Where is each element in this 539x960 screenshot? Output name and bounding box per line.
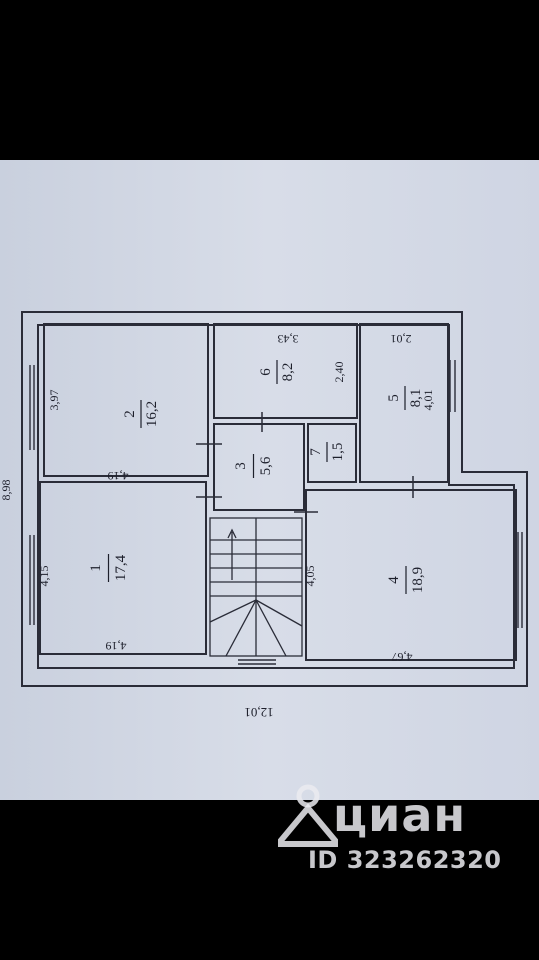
room-walls <box>39 323 517 661</box>
room-2-dimension: 4,19 <box>108 469 129 483</box>
room-5-number: 5 <box>386 394 402 402</box>
windows <box>29 360 523 665</box>
room-6-area: 8,2 <box>280 363 296 382</box>
room-2-area: 16,2 <box>144 401 160 427</box>
room-1-area: 17,4 <box>113 554 129 581</box>
room-3-outline <box>213 423 305 511</box>
room-1-number: 1 <box>88 564 104 572</box>
room-3-number: 3 <box>233 462 249 470</box>
staircase <box>209 517 303 657</box>
room-2-outline <box>43 323 209 477</box>
room-4-outline <box>305 489 517 661</box>
room-2-dimension: 3,97 <box>47 390 61 411</box>
room-4-dimension: 4,67 <box>392 650 413 664</box>
floor-plan: 1 17,4 2 16,2 3 5,6 4 18,9 5 8,1 6 8,2 7 1,5 4,15 4,19 3… <box>0 311 528 720</box>
room-5-dimension: 2,01 <box>391 332 412 346</box>
room-4-number: 4 <box>386 576 402 584</box>
cian-watermark: циан ID 323262320 <box>278 782 518 892</box>
watermark-brand: циан <box>333 788 467 842</box>
room-3-area: 5,6 <box>258 456 274 475</box>
room-1-dimension: 4,19 <box>106 639 127 653</box>
watermark-listing-id: ID 323262320 <box>308 846 502 874</box>
room-6-dimension: 3,43 <box>278 332 299 346</box>
room-7-area: 1,5 <box>330 443 346 462</box>
floor-plan-paper: 1 17,4 2 16,2 3 5,6 4 18,9 5 8,1 6 8,2 7 1,5 4,15 4,19 3… <box>0 160 539 800</box>
room-5-area: 8,1 <box>408 389 424 408</box>
door-marks <box>196 412 414 513</box>
room-6-number: 6 <box>258 368 274 376</box>
room-5-dimension: 4,01 <box>421 390 435 411</box>
room-4-dimension: 4,05 <box>303 566 317 587</box>
room-1-outline <box>39 481 207 655</box>
outer-walls <box>21 311 528 687</box>
room-7-number: 7 <box>308 448 324 456</box>
room-4-area: 18,9 <box>410 567 426 593</box>
room-1-dimension: 4,15 <box>37 566 51 587</box>
overall-depth-dimension: 8,98 <box>0 480 13 501</box>
room-2-number: 2 <box>122 410 138 418</box>
room-5-outline <box>359 323 449 483</box>
overall-width-dimension: 12,01 <box>244 705 273 720</box>
room-6-outline <box>213 323 358 419</box>
house-logo-icon <box>278 784 338 847</box>
room-7-outline <box>307 423 357 483</box>
room-6-dimension: 2,40 <box>332 362 346 383</box>
